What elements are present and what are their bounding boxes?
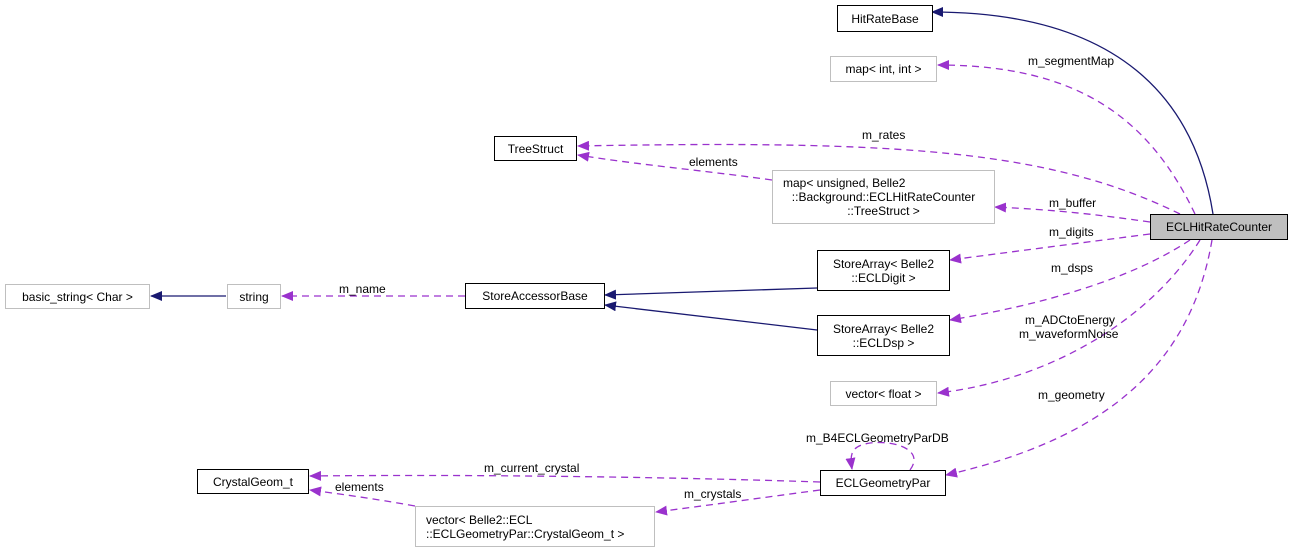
edge-m-geometry bbox=[945, 239, 1213, 478]
edge-label-m-geometry: m_geometry bbox=[1038, 388, 1105, 402]
edge-label-m-adc: m_ADCtoEnergy bbox=[1025, 313, 1116, 327]
node-label: StoreAccessorBase bbox=[482, 289, 588, 303]
node-label: ::ECLDsp > bbox=[852, 335, 915, 350]
node-label: ::TreeStruct > bbox=[847, 204, 920, 218]
node-label: StoreArray< Belle2 bbox=[832, 321, 935, 336]
edge-m-digits bbox=[949, 233, 1151, 264]
node-eclgeometrypar[interactable]: ECLGeometryPar bbox=[820, 470, 946, 496]
edge-m-b4 bbox=[845, 441, 915, 471]
edge-hitratebase bbox=[931, 7, 1214, 215]
edge-elements-crystal bbox=[309, 486, 416, 507]
node-treestruct[interactable]: TreeStruct bbox=[494, 136, 577, 161]
node-label: ::ECLDigit > bbox=[851, 270, 916, 285]
edge-m-adc bbox=[937, 239, 1201, 397]
edge-label-m-current-crystal: m_current_crystal bbox=[484, 461, 580, 475]
node-map-unsigned: map< unsigned, Belle2 ::Background::ECLH… bbox=[772, 170, 995, 224]
edge-label-elements-tree: elements bbox=[689, 155, 738, 169]
edge-label-m-rates: m_rates bbox=[862, 128, 906, 142]
node-basic-string: basic_string< Char > bbox=[5, 284, 150, 309]
node-label: basic_string< Char > bbox=[22, 289, 133, 304]
node-vector-float: vector< float > bbox=[830, 381, 937, 406]
edge-label-m-dsps: m_dsps bbox=[1051, 261, 1094, 275]
node-label: ::ECLGeometryPar::CrystalGeom_t > bbox=[426, 526, 625, 541]
node-label: map< int, int > bbox=[845, 62, 922, 76]
node-label: ECLHitRateCounter bbox=[1165, 220, 1273, 234]
edge-elements-tree bbox=[577, 151, 773, 181]
node-label: ::Background::ECLHitRateCounter bbox=[791, 190, 976, 204]
edge-storeaccessor-digit bbox=[604, 287, 818, 300]
edge-label-m-name: m_name bbox=[339, 282, 386, 296]
edge-label-m-b4: m_B4ECLGeometryParDB bbox=[806, 431, 949, 445]
node-label: map< unsigned, Belle2 bbox=[783, 176, 906, 190]
edge-m-dsps bbox=[949, 239, 1191, 324]
node-label: CrystalGeom_t bbox=[212, 474, 294, 489]
node-label: ECLGeometryPar bbox=[835, 476, 931, 490]
edge-m-segmentmap bbox=[937, 60, 1196, 215]
node-eclhitratecounter: ECLHitRateCounter bbox=[1150, 214, 1288, 240]
node-hitratebase[interactable]: HitRateBase bbox=[837, 5, 933, 32]
node-label: vector< Belle2::ECL bbox=[426, 512, 533, 527]
edge-m-buffer bbox=[994, 202, 1151, 223]
node-label: StoreArray< Belle2 bbox=[832, 256, 935, 271]
node-storeaccessorbase[interactable]: StoreAccessorBase bbox=[465, 283, 605, 309]
edge-m-current-crystal bbox=[309, 470, 821, 483]
edge-label-elements-crystal: elements bbox=[335, 480, 384, 494]
node-label: string bbox=[239, 289, 269, 304]
node-label: HitRateBase bbox=[851, 11, 919, 26]
edge-m-crystals bbox=[655, 489, 821, 516]
node-vector-crystalgeom: vector< Belle2::ECL ::ECLGeometryPar::Cr… bbox=[415, 506, 655, 547]
edge-label-m-noise: m_waveformNoise bbox=[1019, 327, 1119, 341]
node-storearray-ecldsp[interactable]: StoreArray< Belle2 ::ECLDsp > bbox=[817, 315, 950, 356]
edge-storeaccessor-dsp bbox=[604, 301, 818, 331]
node-label: TreeStruct bbox=[507, 141, 564, 156]
edge-label-m-crystals: m_crystals bbox=[684, 487, 742, 501]
node-string: string bbox=[227, 284, 281, 309]
edge-label-m-segmentmap: m_segmentMap bbox=[1028, 54, 1115, 68]
node-crystalgeom-t[interactable]: CrystalGeom_t bbox=[197, 469, 309, 494]
edge-m-rates bbox=[577, 140, 1181, 215]
edge-label-m-buffer: m_buffer bbox=[1049, 196, 1097, 210]
node-storearray-ecldigit[interactable]: StoreArray< Belle2 ::ECLDigit > bbox=[817, 250, 950, 291]
edge-label-m-digits: m_digits bbox=[1049, 225, 1094, 239]
node-label: vector< float > bbox=[845, 386, 922, 401]
node-map-int-int: map< int, int > bbox=[830, 56, 937, 82]
